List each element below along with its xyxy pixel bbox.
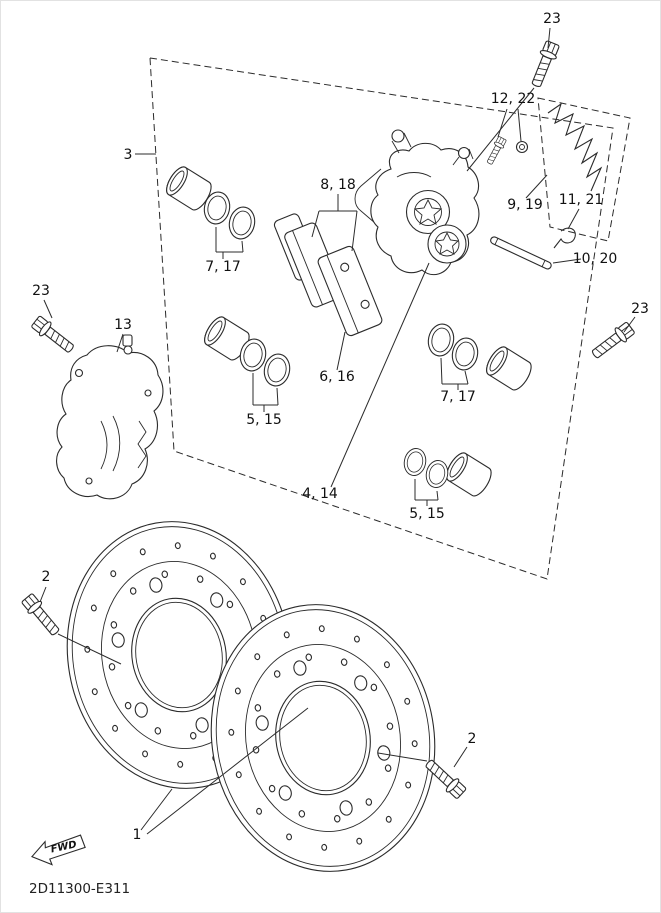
- callout-12-22: 12, 22: [491, 91, 536, 107]
- brake-pad-front: [317, 245, 383, 337]
- brake-caliper-assembly: [354, 129, 480, 276]
- piston-seal: [225, 204, 259, 242]
- fwd-label: FWD: [50, 839, 78, 855]
- caliper-piston: [482, 343, 536, 394]
- callout-23-right: 23: [631, 301, 649, 317]
- piston-seal: [448, 335, 482, 373]
- caliper-kit-dashed-box: [149, 57, 614, 580]
- callout-2-right: 2: [468, 731, 477, 747]
- mounting-ear-hole: [391, 129, 405, 143]
- bleed-screw-icon: [123, 345, 133, 355]
- piston-seal: [424, 321, 458, 359]
- fwd-arrow: FWD: [30, 834, 86, 866]
- callout-7-17-upper: 7, 17: [205, 259, 241, 275]
- callout-4-14: 4, 14: [302, 486, 338, 502]
- caliper-pistons: [405, 189, 467, 264]
- callout-1: 1: [133, 827, 142, 843]
- callout-7-17-right: 7, 17: [440, 389, 476, 405]
- caliper-bolt: [527, 39, 562, 90]
- callout-5-15-left: 5, 15: [246, 412, 282, 428]
- callout-5-15-lower: 5, 15: [409, 506, 445, 522]
- callouts: 23 12, 22 3 8, 18 9, 19 11, 21 7, 17 10,…: [32, 11, 649, 843]
- callout-23-top: 23: [543, 11, 561, 27]
- piston-seal: [260, 351, 294, 389]
- pad-spring-dashed-box: [537, 97, 631, 242]
- brake-caliper-left: [56, 334, 164, 500]
- callout-6-16: 6, 16: [319, 369, 355, 385]
- washer: [515, 140, 529, 154]
- callout-11-21: 11, 21: [559, 192, 604, 208]
- callout-8-18: 8, 18: [320, 177, 356, 193]
- pad-pin: [490, 236, 552, 270]
- part-number: 2D11300-E311: [29, 881, 130, 897]
- dust-seal: [401, 446, 429, 478]
- leader-lines: [39, 27, 636, 835]
- dust-seal: [423, 458, 451, 490]
- mounting-ear-hole: [457, 146, 471, 160]
- caliper-piston: [442, 449, 496, 500]
- callout-13: 13: [114, 317, 132, 333]
- callout-23-left: 23: [32, 283, 50, 299]
- pad-spring: [547, 102, 603, 192]
- retaining-clip: [553, 227, 576, 249]
- pad-pin-screw: [484, 135, 529, 167]
- callout-9-19: 9, 19: [507, 197, 543, 213]
- callout-3: 3: [124, 147, 133, 163]
- caliper-bolt: [588, 320, 637, 363]
- caliper-bolt: [29, 313, 78, 357]
- callout-2-left: 2: [42, 569, 51, 585]
- callout-10-20: 10, 20: [573, 251, 618, 267]
